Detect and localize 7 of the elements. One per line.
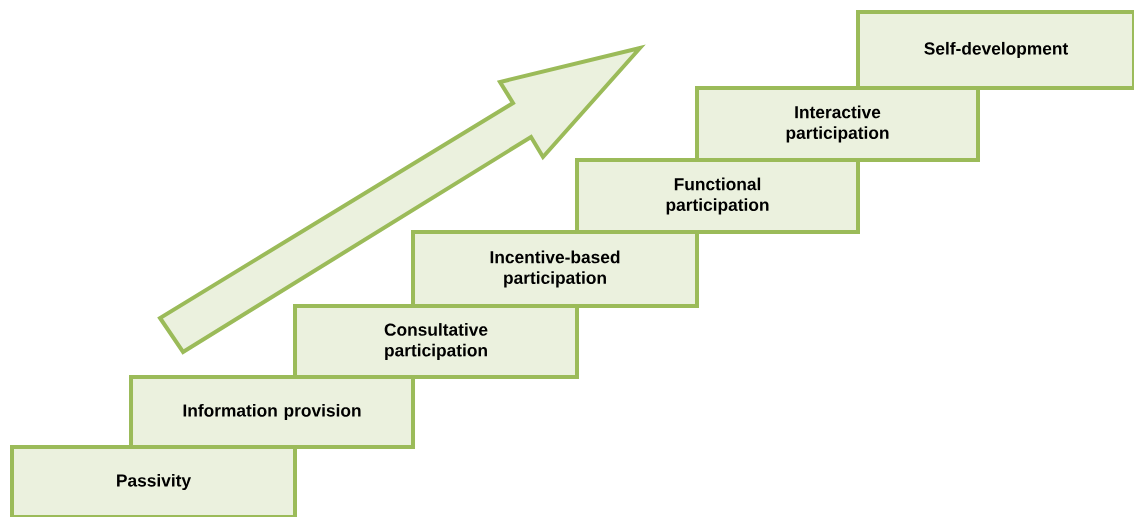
step-box: Incentive-based participation (411, 230, 699, 308)
step-box: Consultative participation (293, 304, 579, 379)
step-box: Functional participation (575, 158, 860, 234)
step-box: Self-development (856, 10, 1134, 90)
step-box: Interactive participation (695, 86, 980, 162)
step-box: Information provision (129, 375, 415, 449)
step-box: Passivity (10, 445, 297, 517)
